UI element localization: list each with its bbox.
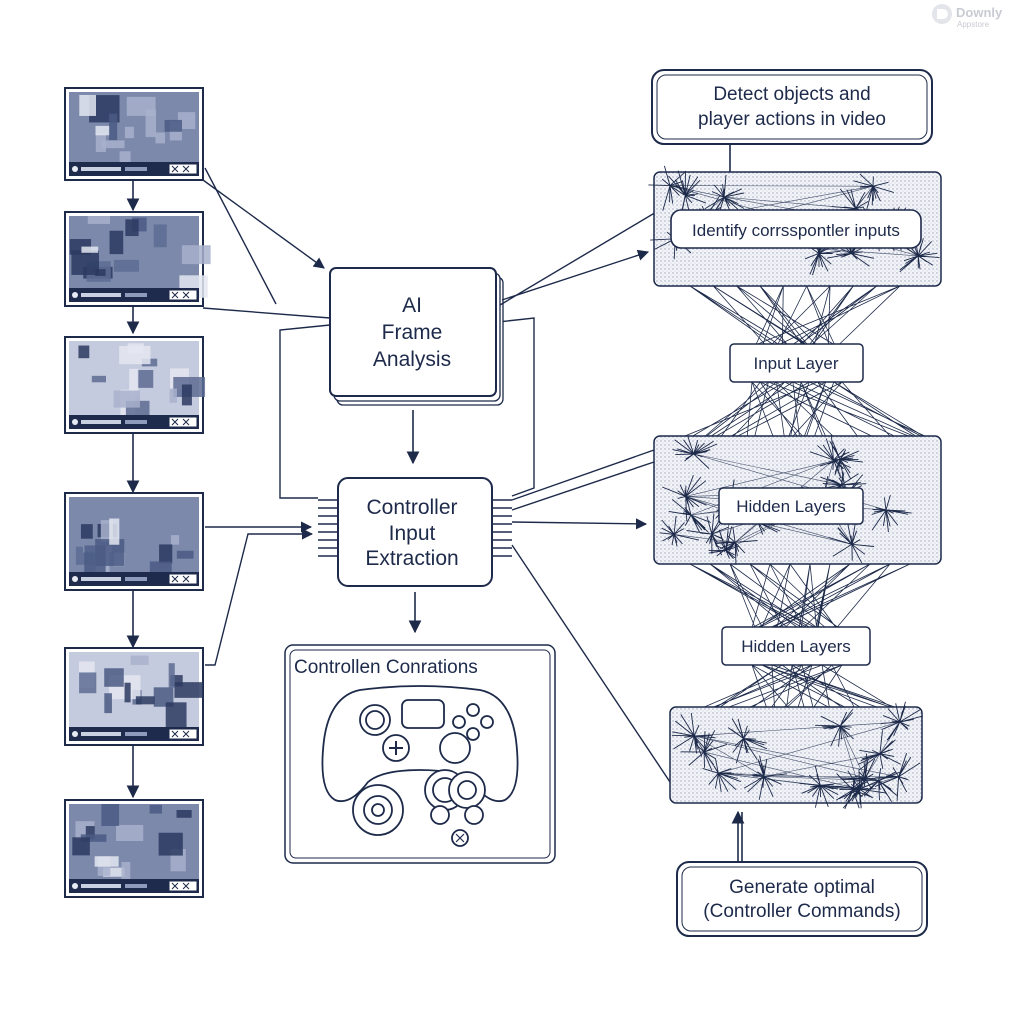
controller-panel: Controllen Conrations (284, 644, 556, 864)
neuron-links (693, 721, 901, 791)
generate-up-arrow (731, 810, 745, 864)
identify-label: Identify corrsspontler inputs (692, 221, 900, 240)
hidden-layers-label-1: Hidden Layers (736, 497, 846, 516)
game-frame-column (64, 87, 211, 898)
game-frame-thumbnail (64, 492, 204, 591)
controller-panel-title: Controllen Conrations (294, 657, 478, 678)
extraction-title-line1: Controller (366, 496, 457, 519)
neuron-burst (874, 753, 921, 801)
game-frame-thumbnail (64, 211, 211, 307)
neuron-burst (672, 436, 718, 469)
frame-connectors (202, 167, 535, 666)
ai-frame-title-line2: Frame (382, 321, 443, 344)
neuron-burst (727, 718, 768, 764)
neuron-burst (659, 515, 700, 547)
right-connectors (499, 204, 671, 783)
watermark-logo-icon (932, 4, 952, 24)
hidden-layers-box-1: Hidden Layers (718, 487, 864, 525)
watermark: Downly Appstore (932, 4, 1003, 29)
ai-frame-title-line3: Analysis (373, 348, 451, 371)
game-frame-thumbnail (64, 336, 206, 434)
neuron-burst (680, 730, 728, 771)
neuron-burst (668, 489, 711, 533)
generate-commands-box: Generate optimal (Controller Commands) (676, 861, 928, 937)
controller-input-extraction-chip: Controller Input Extraction (318, 477, 512, 587)
neuron-burst (840, 753, 881, 798)
watermark-sub: Appstore (957, 20, 990, 29)
ai-frame-title-line1: AI (402, 294, 422, 317)
input-layer-box: Input Layer (729, 343, 864, 383)
game-frame-thumbnail (64, 87, 204, 181)
hidden-layers-label-2: Hidden Layers (741, 637, 851, 656)
neuron-burst (671, 712, 716, 757)
neuron-burst (686, 511, 730, 556)
game-frame-thumbnail (64, 799, 204, 898)
extraction-title-line3: Extraction (365, 547, 458, 570)
generate-line2: (Controller Commands) (703, 901, 900, 922)
gamepad-icon (321, 685, 519, 847)
neuron-burst (815, 709, 854, 747)
detect-objects-box: Detect objects and player actions in vid… (651, 69, 933, 145)
layer-links (684, 285, 925, 708)
detect-line2: player actions in video (698, 109, 886, 130)
neuron-burst (858, 730, 901, 771)
ai-frame-analysis-box: AI Frame Analysis (329, 267, 504, 406)
game-frame-thumbnail (64, 647, 204, 746)
watermark-name: Downly (956, 5, 1003, 20)
input-layer-label: Input Layer (753, 354, 838, 373)
extraction-title-line2: Input (389, 522, 436, 545)
detect-line1: Detect objects and (713, 84, 870, 105)
generate-line1: Generate optimal (729, 877, 875, 898)
identify-label-box: Identify corrsspontler inputs (670, 209, 922, 249)
network-panel-bottom (669, 701, 923, 810)
hidden-layers-box-2: Hidden Layers (721, 626, 871, 666)
